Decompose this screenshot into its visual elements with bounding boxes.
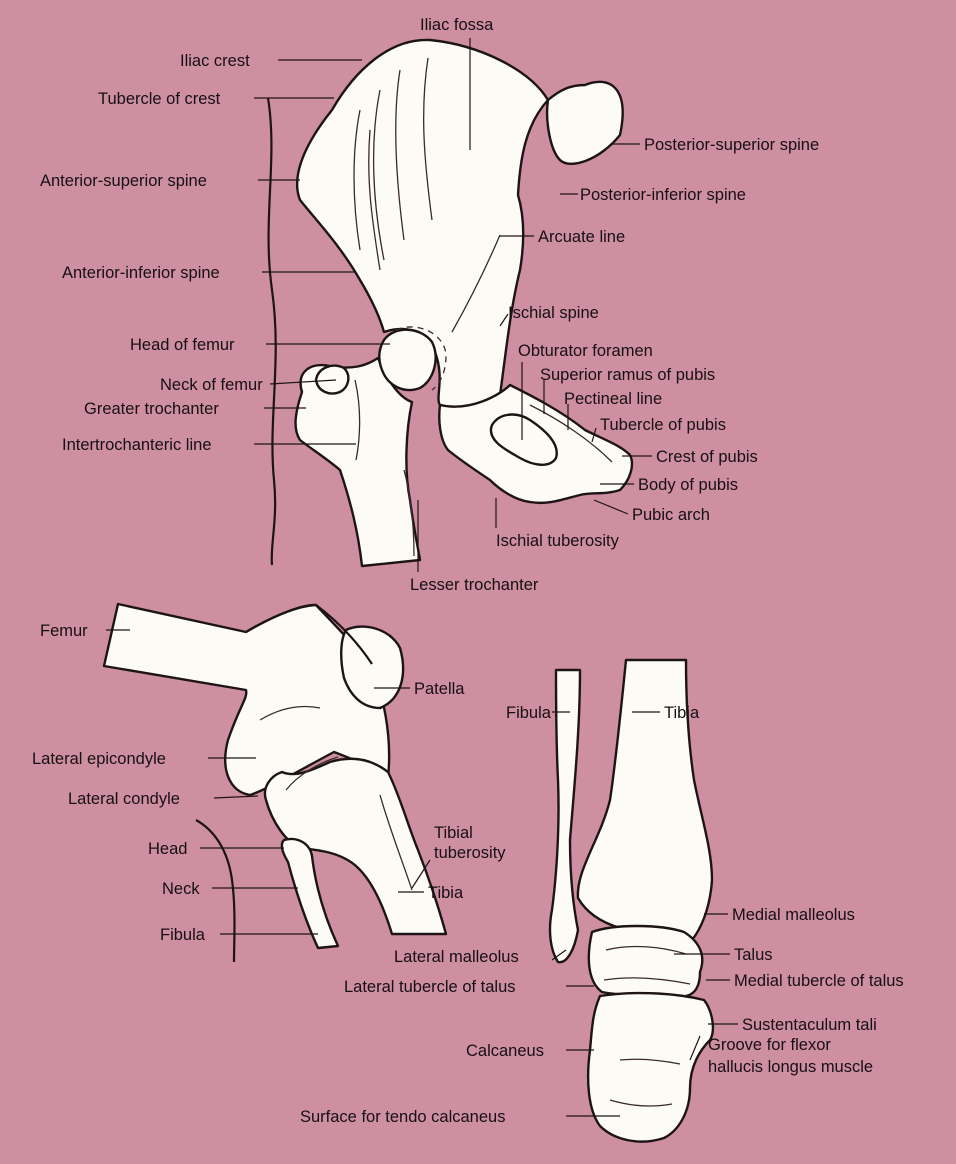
label-groove-line1: Groove for flexor bbox=[708, 1036, 831, 1054]
greater-trochanter bbox=[316, 366, 348, 394]
hip-region bbox=[268, 40, 632, 566]
label-anterior-inferior-spine: Anterior-inferior spine bbox=[62, 264, 220, 282]
label-pubic-arch: Pubic arch bbox=[632, 506, 710, 524]
label-lateral-tubercle-of-talus: Lateral tubercle of talus bbox=[344, 978, 516, 996]
label-tibia-ankle: Tibia bbox=[664, 704, 700, 722]
talus bbox=[589, 926, 702, 996]
label-neck: Neck bbox=[162, 880, 200, 898]
label-intertrochanteric-line: Intertrochanteric line bbox=[62, 436, 212, 454]
label-ischial-tuberosity: Ischial tuberosity bbox=[496, 532, 620, 550]
label-posterior-superior-spine: Posterior-superior spine bbox=[644, 136, 819, 154]
fibula-lower bbox=[550, 670, 580, 962]
label-tibial: Tibial bbox=[434, 824, 473, 842]
knee-region bbox=[104, 604, 446, 962]
label-groove-line2: hallucis longus muscle bbox=[708, 1058, 873, 1076]
label-anterior-superior-spine: Anterior-superior spine bbox=[40, 172, 207, 190]
femoral-head bbox=[379, 330, 435, 390]
label-tubercle-of-pubis: Tubercle of pubis bbox=[600, 416, 726, 434]
label-tibia-knee: Tibia bbox=[428, 884, 464, 902]
label-posterior-inferior-spine: Posterior-inferior spine bbox=[580, 186, 746, 204]
label-fibula-knee: Fibula bbox=[160, 926, 206, 944]
label-sustentaculum-tali: Sustentaculum tali bbox=[742, 1016, 877, 1034]
hip-skin-outline bbox=[268, 98, 276, 565]
label-neck-of-femur: Neck of femur bbox=[160, 376, 263, 394]
label-arcuate-line: Arcuate line bbox=[538, 228, 625, 246]
label-tubercle-of-crest: Tubercle of crest bbox=[98, 90, 221, 108]
label-obturator-foramen: Obturator foramen bbox=[518, 342, 653, 360]
label-femur: Femur bbox=[40, 622, 88, 640]
label-body-of-pubis: Body of pubis bbox=[638, 476, 738, 494]
fibula-upper bbox=[282, 839, 338, 948]
ankle-region bbox=[550, 660, 713, 1142]
label-ischial-spine: Ischial spine bbox=[508, 304, 599, 322]
label-surface-for-tendo-calcaneus: Surface for tendo calcaneus bbox=[300, 1108, 505, 1126]
label-head-of-femur: Head of femur bbox=[130, 336, 235, 354]
label-medial-malleolus: Medial malleolus bbox=[732, 906, 855, 924]
label-pectineal-line: Pectineal line bbox=[564, 390, 662, 408]
label-lesser-trochanter: Lesser trochanter bbox=[410, 576, 539, 594]
label-tuberosity: tuberosity bbox=[434, 844, 506, 862]
label-lateral-malleolus: Lateral malleolus bbox=[394, 948, 519, 966]
label-lateral-condyle: Lateral condyle bbox=[68, 790, 180, 808]
label-iliac-crest: Iliac crest bbox=[180, 52, 250, 70]
tibia-lower bbox=[578, 660, 712, 940]
calcaneus bbox=[588, 993, 713, 1142]
label-superior-ramus-of-pubis: Superior ramus of pubis bbox=[540, 366, 715, 384]
label-head: Head bbox=[148, 840, 187, 858]
label-crest-of-pubis: Crest of pubis bbox=[656, 448, 758, 466]
label-medial-tubercle-of-talus: Medial tubercle of talus bbox=[734, 972, 904, 990]
label-iliac-fossa: Iliac fossa bbox=[420, 16, 494, 34]
label-calcaneus: Calcaneus bbox=[466, 1042, 544, 1060]
label-talus: Talus bbox=[734, 946, 773, 964]
label-lateral-epicondyle: Lateral epicondyle bbox=[32, 750, 166, 768]
label-fibula-ankle: Fibula bbox=[506, 704, 552, 722]
leader-pubic-arch bbox=[594, 500, 628, 514]
label-greater-trochanter: Greater trochanter bbox=[84, 400, 219, 418]
label-patella: Patella bbox=[414, 680, 465, 698]
leader-lateral-condyle bbox=[214, 796, 258, 798]
